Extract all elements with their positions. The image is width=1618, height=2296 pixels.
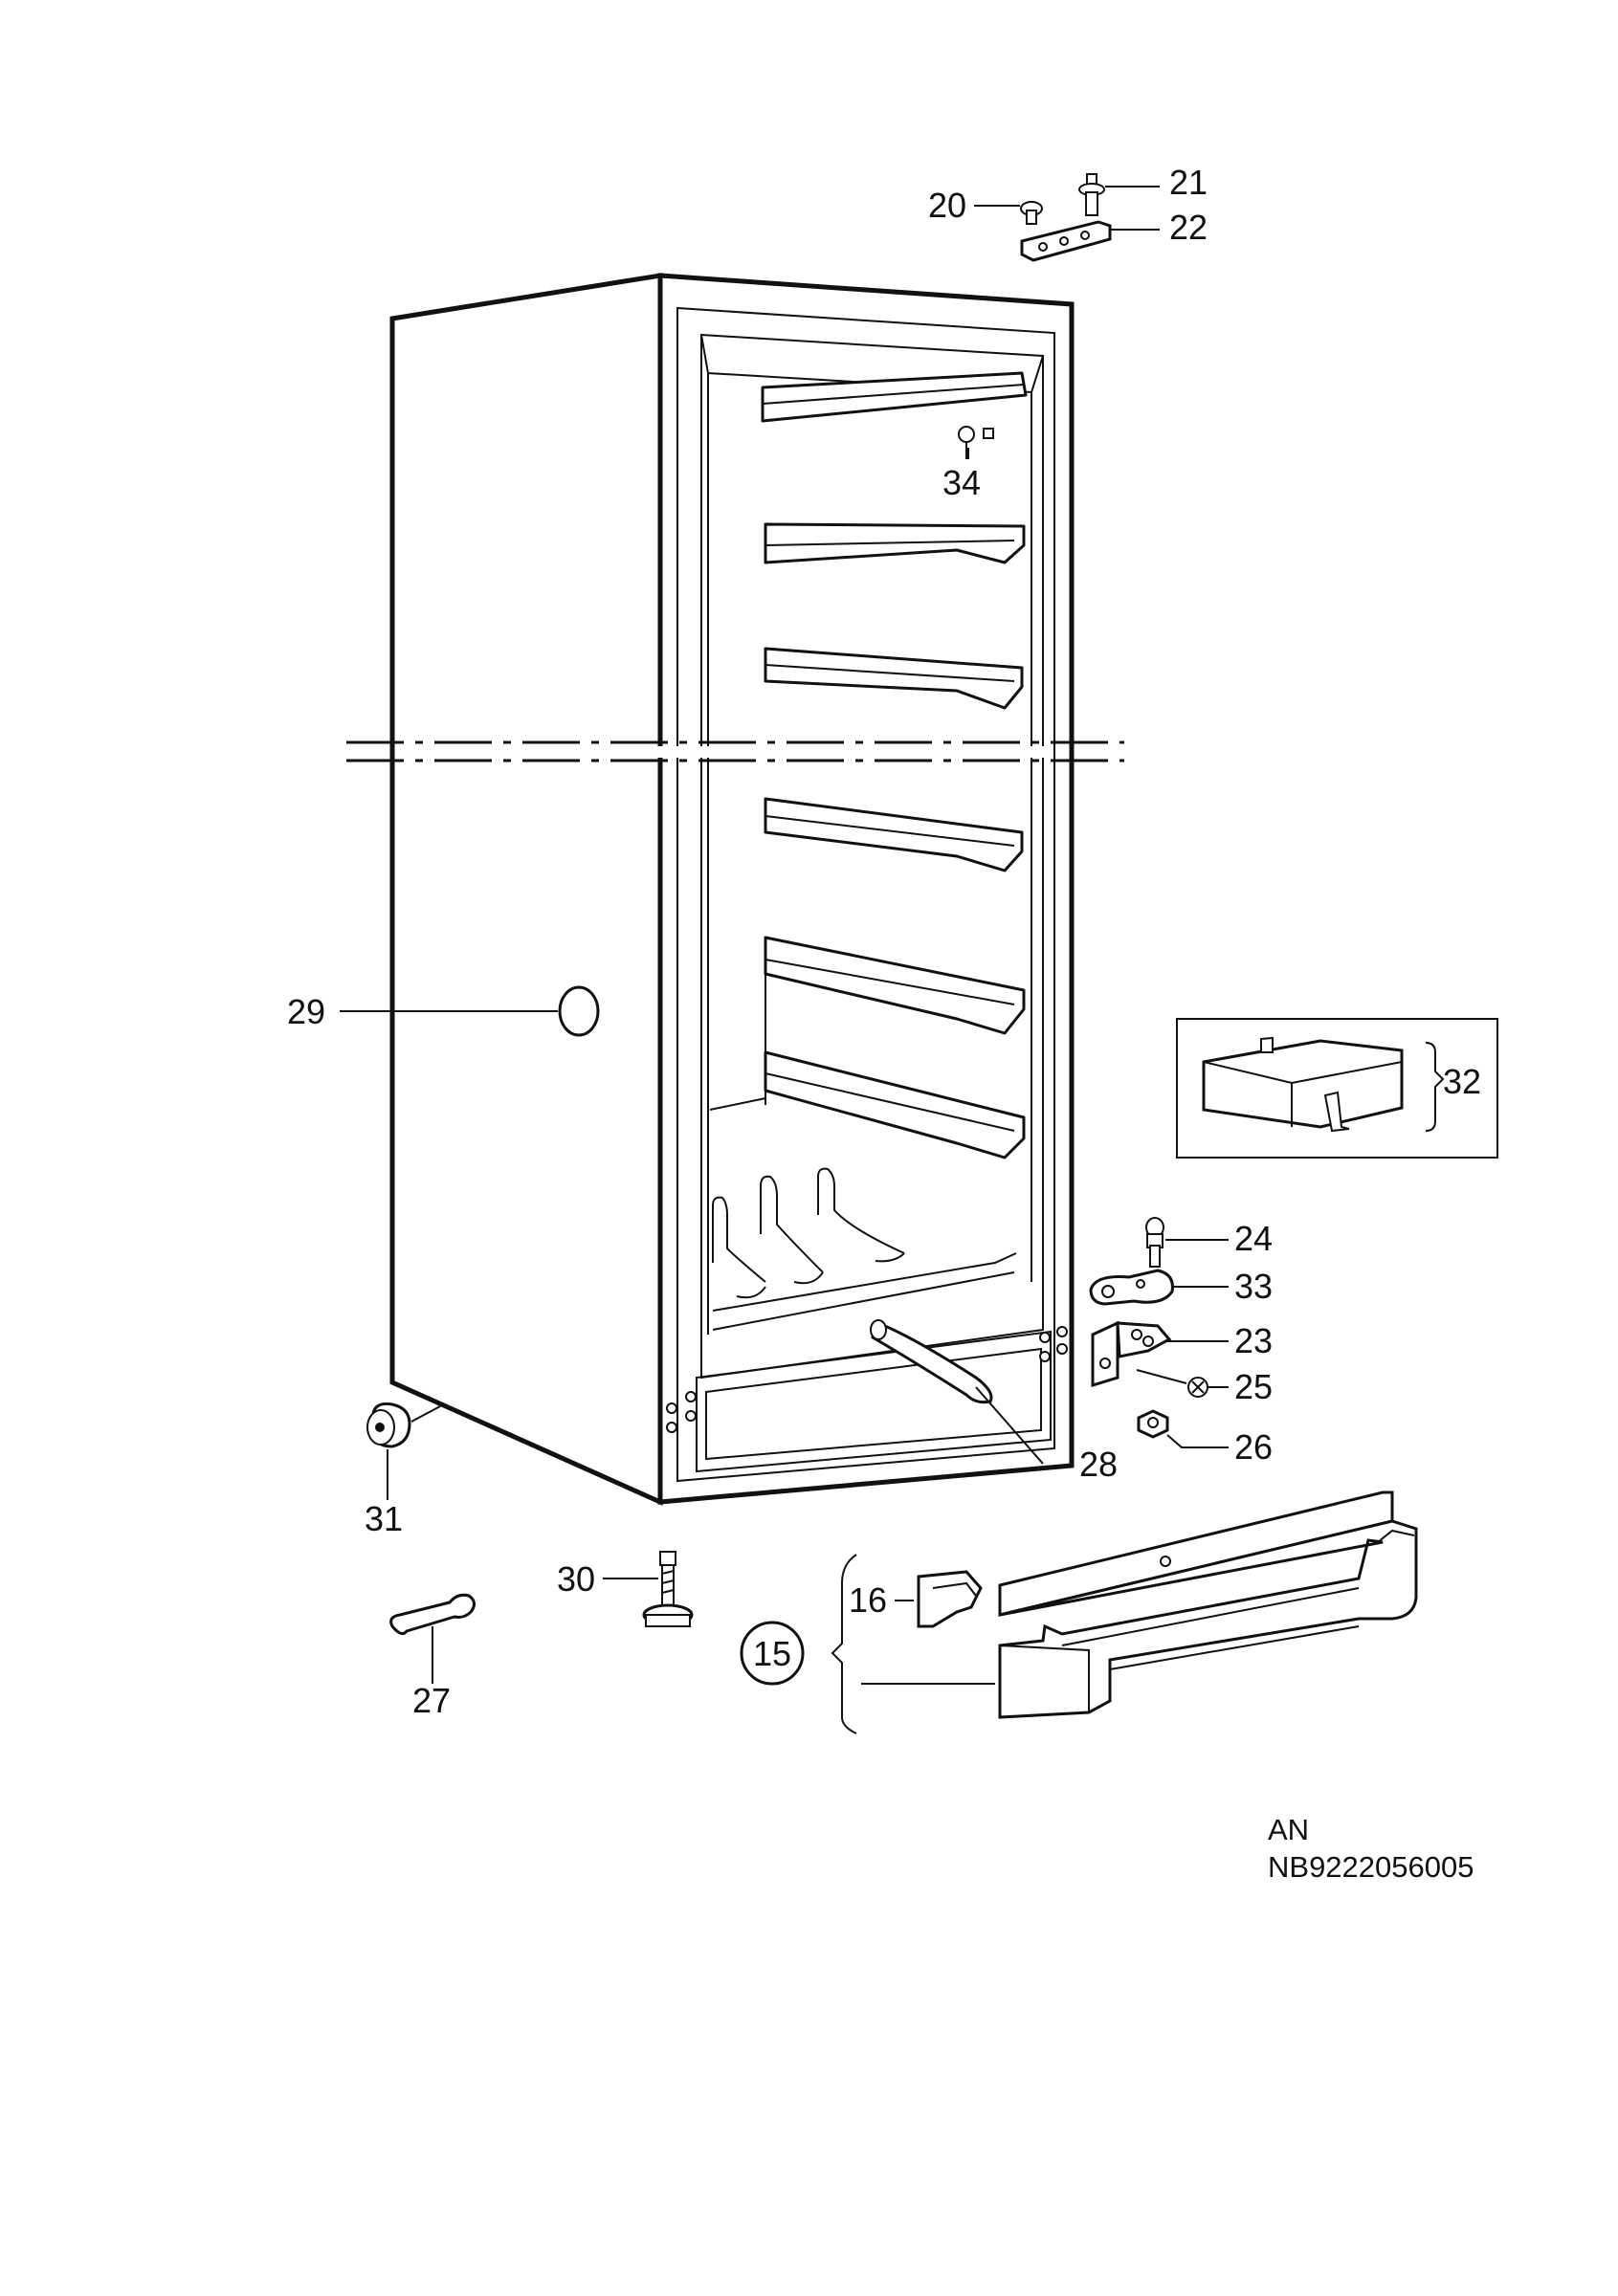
label-15: 15 [753,1634,791,1673]
part-15-16-kick-plate [740,1490,1418,1734]
label-25: 25 [1234,1367,1273,1406]
label-21: 21 [1169,163,1208,202]
label-34: 34 [942,463,981,502]
label-33: 33 [1234,1267,1273,1306]
part-24-pin [1145,1217,1229,1268]
label-22: 22 [1169,208,1208,247]
break-line [346,740,1124,762]
part-20-screw [974,201,1043,225]
part-29-plate [558,985,600,1037]
part-27-spanner [389,1593,476,1684]
part-34-knob [958,426,994,459]
part-30-leveling-foot [603,1551,694,1627]
label-26: 26 [1234,1427,1273,1467]
doc-language-code: AN [1268,1813,1309,1846]
label-31: 31 [365,1499,403,1538]
label-32: 32 [1443,1062,1481,1101]
shelf-rails [709,371,1028,1331]
label-30: 30 [557,1559,595,1599]
doc-reference-number: NB9222056005 [1268,1850,1474,1884]
label-24: 24 [1234,1219,1273,1258]
part-31-foot [366,1402,441,1500]
label-23: 23 [1234,1321,1273,1360]
part-21-bolt [1078,173,1160,216]
label-16: 16 [849,1580,887,1620]
label-28: 28 [1079,1445,1118,1484]
part-25-screw [1136,1369,1229,1398]
label-20: 20 [928,186,966,225]
part-23-hinge [1091,1320,1229,1388]
label-29: 29 [287,992,325,1031]
part-28-drain-hose [870,1319,1044,1465]
part-33-hinge-plate [1089,1269,1229,1306]
label-27: 27 [412,1681,451,1720]
part-22-hinge-bracket [1020,220,1160,262]
cabinet [389,273,1075,1506]
part-26-nut [1137,1409,1229,1448]
part-32-box [1176,1018,1498,1159]
